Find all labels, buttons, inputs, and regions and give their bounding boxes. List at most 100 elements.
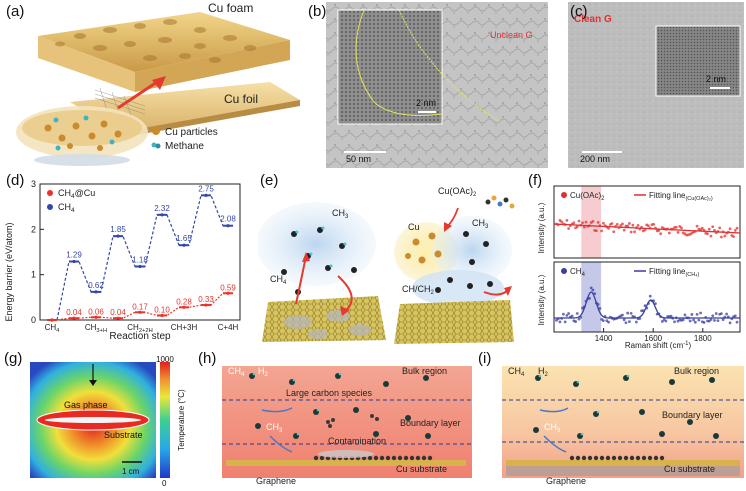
foam-pores	[55, 19, 256, 63]
d-ytick-label: 1	[31, 270, 36, 280]
d-legend-label-ch4: CH4	[58, 202, 75, 214]
f-ylabel-top: Intensity (a.u.)	[537, 202, 546, 253]
e-left-ch4: CH4	[270, 274, 287, 286]
d-point-ch4	[116, 234, 120, 238]
i-background	[502, 366, 744, 478]
f-legend-base: CH	[570, 267, 582, 276]
f-legend-base: Cu(OAc)	[570, 191, 601, 200]
f-point-bottom	[673, 320, 676, 324]
f-point-top	[607, 226, 610, 230]
f-legend-marker-top	[561, 192, 567, 198]
f-point-bottom	[692, 318, 696, 322]
panel-i: CH4 H2 Bulk region Boundary layer CH3 Cu…	[476, 350, 746, 486]
methane-molecules	[53, 115, 115, 151]
methane-cloud-right	[432, 216, 512, 284]
f-point-top	[581, 221, 584, 225]
f-point-top	[565, 219, 569, 222]
h-bulk-label: Bulk region	[402, 366, 447, 376]
inset-scale-label: 2 nm	[416, 98, 436, 108]
f-point-top	[643, 228, 647, 232]
f-point-top	[633, 230, 636, 234]
d-xtick-label-base: CH	[45, 323, 57, 332]
tem-image-unclean: Unclean G 2 nm 50 nm	[326, 2, 548, 168]
f-point-bottom	[621, 313, 624, 317]
f-point-top	[713, 228, 716, 232]
d-ytick-label: 2	[31, 224, 36, 234]
f-point-top	[733, 229, 737, 232]
panel-label-g: (g)	[4, 350, 23, 367]
d-data-label-ch4cu: 0.28	[176, 297, 192, 306]
d-data-label-ch4: 1.18	[132, 256, 148, 265]
d-data-label-ch4: 0.62	[88, 281, 104, 290]
f-legend-fit-top: Fitting line(Cu(OAc)₂)	[649, 191, 713, 202]
f-legend-fit-sub: (Cu(OAc)₂)	[685, 196, 712, 202]
d-legend-label-ch4cu: CH4@Cu	[58, 188, 95, 200]
panel-a: Cu foam Cu foil Cu particles Methane (a)	[0, 0, 305, 168]
h-large-carbon-label: Large carbon species	[286, 388, 373, 398]
f-point-top	[596, 220, 600, 224]
f-point-top	[629, 230, 633, 234]
f-plot-frame-bottom	[553, 261, 741, 333]
colorbar-label: Temperature (°C)	[177, 389, 186, 451]
f-point-bottom	[622, 318, 626, 322]
large-carbon-species	[326, 414, 379, 428]
f-point-top	[615, 222, 619, 226]
f-point-top	[626, 224, 630, 228]
h-boundary-label: Boundary layer	[400, 418, 461, 428]
f-point-bottom	[598, 307, 602, 310]
colorbar-max: 1000	[156, 355, 174, 364]
f-point-bottom	[711, 314, 715, 318]
h-ch3: CH3	[266, 422, 283, 434]
f-point-bottom	[713, 318, 716, 322]
f-xtick-label: 1800	[694, 334, 712, 343]
f-point-top	[676, 231, 680, 234]
f-point-top	[652, 222, 656, 226]
f-point-top	[560, 220, 564, 224]
f-point-top	[621, 222, 624, 226]
f-fit-line-top	[553, 223, 741, 234]
methane-marker	[151, 142, 157, 148]
f-point-top	[612, 230, 616, 234]
d-xtick-label: CH3+H	[85, 323, 107, 334]
f-fit-line-bottom	[554, 291, 740, 319]
d-plot-frame	[39, 183, 241, 321]
f-point-bottom	[714, 312, 718, 315]
f-point-bottom	[702, 321, 706, 324]
d-xlabel: Reaction step	[109, 331, 171, 342]
f-point-top	[695, 224, 699, 228]
f-point-bottom	[720, 312, 723, 316]
inset-scale-label-c: 2 nm	[706, 74, 726, 84]
f-point-top	[619, 224, 623, 227]
f-point-bottom	[693, 320, 697, 324]
e-reagent: Cu(OAc)2	[438, 186, 477, 198]
f-point-bottom	[697, 318, 701, 322]
d-point-ch4	[182, 243, 186, 247]
h-molecules	[249, 373, 431, 439]
d-point-ch4cu	[204, 303, 208, 307]
clean-tag: Clean G	[574, 14, 612, 25]
d-point-ch4cu	[72, 316, 76, 320]
f-point-top	[659, 232, 663, 236]
f-point-top	[707, 227, 711, 231]
f-point-top	[718, 226, 722, 230]
d-xtick-label: CH2+2H	[127, 323, 152, 334]
f-point-bottom	[591, 288, 595, 292]
f-point-bottom	[716, 319, 720, 322]
f-point-bottom	[695, 312, 699, 316]
d-legend-base: CH	[58, 202, 71, 212]
temperature-field: Gas phase Substrate 1 cm 1000 0 Temperat…	[30, 355, 186, 488]
f-legend-fit-base: Fitting line	[649, 191, 686, 200]
h-contamination-label: Contamination	[328, 436, 386, 446]
d-point-ch4cu	[226, 291, 230, 295]
tem-inset-clean	[655, 25, 741, 97]
i-ch4: CH4	[508, 366, 525, 378]
g-scale-label: 1 cm	[122, 467, 140, 476]
clean-region-outline	[355, 9, 443, 116]
d-xtick-label-base: C+4H	[218, 323, 239, 332]
f-point-bottom	[567, 312, 571, 315]
d-data-label-ch4cu: 0.06	[88, 307, 104, 316]
f-point-bottom	[558, 320, 562, 324]
tem-inset	[337, 9, 443, 125]
d-point-ch4	[72, 259, 76, 264]
f-legend-marker-bottom	[561, 268, 567, 274]
